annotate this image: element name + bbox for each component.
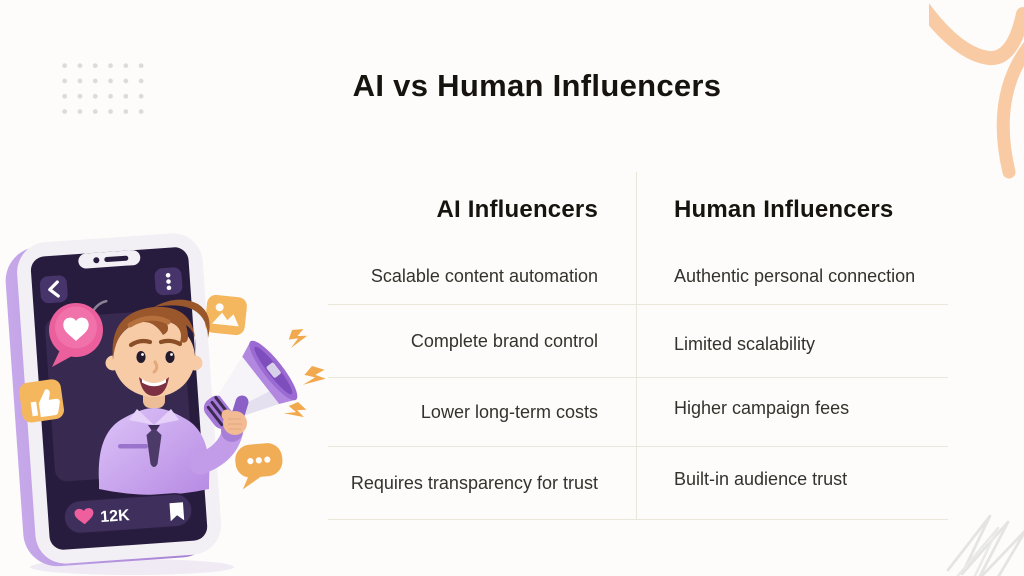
column-header-ai: AI Influencers — [436, 196, 598, 223]
table-cell: Scalable content automation — [328, 248, 636, 305]
tie — [146, 428, 162, 467]
cell-text: Scalable content automation — [370, 265, 598, 286]
table-cell: Lower long-term costs — [328, 378, 636, 447]
back-chevron-icon — [39, 275, 68, 304]
cell-text: Higher campaign fees — [674, 397, 850, 418]
kebab-menu-icon — [154, 267, 183, 296]
scribble-decoration — [946, 514, 1024, 576]
like-heart-icon — [74, 508, 94, 525]
influencer-illustration: 12K — [5, 233, 330, 575]
heart-bubble-icon — [49, 303, 103, 367]
thumbs-up-icon — [19, 379, 64, 423]
column-header-human: Human Influencers — [674, 196, 894, 223]
dot-grid-decoration — [55, 56, 147, 118]
table-cell: Requires transparency for trust — [328, 447, 636, 520]
cell-text: Complete brand control — [410, 330, 598, 351]
cell-text: Limited scalability — [674, 333, 816, 354]
page-title: AI vs Human Influencers — [352, 68, 722, 103]
cell-text: Lower long-term costs — [420, 401, 598, 422]
bookmark-icon — [169, 502, 185, 522]
likes-pill: 12K — [63, 493, 193, 535]
column-human: Human Influencers Authentic personal con… — [637, 172, 948, 520]
lightning-icon — [281, 326, 330, 426]
megaphone-icon — [203, 340, 298, 435]
table-cell: Limited scalability — [637, 305, 948, 378]
likes-count: 12K — [100, 507, 131, 526]
column-ai: AI Influencers Scalable content automati… — [328, 172, 636, 520]
speaker-slot — [104, 255, 129, 263]
comparison-table: AI Influencers Scalable content automati… — [328, 172, 948, 520]
table-cell: Complete brand control — [328, 305, 636, 378]
cell-text: Requires transparency for trust — [350, 472, 598, 493]
character-avatar — [98, 299, 210, 495]
table-cell: Higher campaign fees — [637, 378, 948, 447]
column-divider — [636, 172, 637, 520]
corner-petal-decoration — [929, 3, 1024, 179]
cell-text: Built-in audience trust — [674, 468, 848, 489]
camera-dot — [93, 257, 100, 264]
table-cell: Built-in audience trust — [637, 447, 948, 520]
table-cell: Authentic personal connection — [637, 248, 948, 305]
chat-dots-icon — [235, 443, 283, 490]
cell-text: Authentic personal connection — [674, 265, 916, 286]
image-icon — [204, 294, 247, 336]
hair — [112, 306, 196, 360]
